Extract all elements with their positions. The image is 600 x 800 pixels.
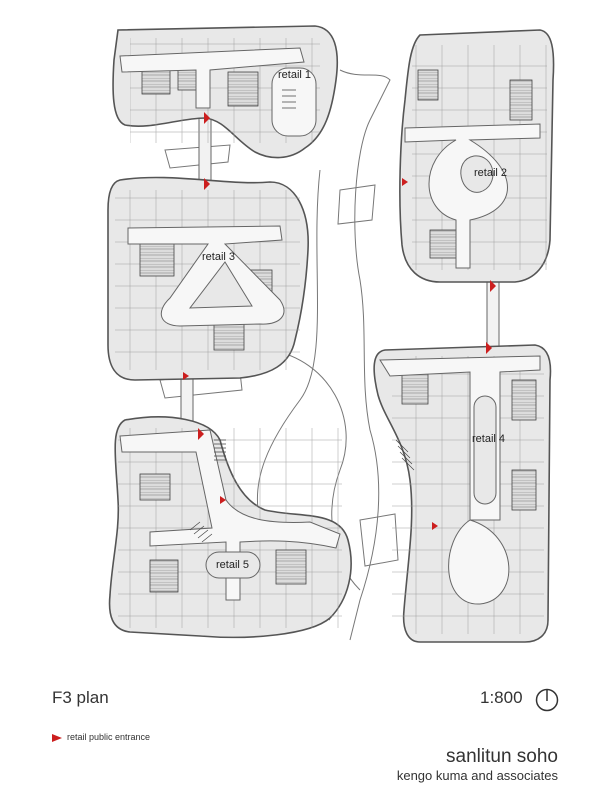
plan-title: F3 plan	[52, 688, 109, 707]
scale-label: 1:800	[480, 688, 523, 707]
retail-4-label: retail 4	[472, 433, 505, 445]
retail-1-label: retail 1	[278, 69, 311, 81]
entrance-arrow-icon	[490, 280, 496, 292]
circulation-paths	[119, 47, 541, 605]
entrance-arrow-icon	[204, 178, 210, 190]
retail-labels: retail 1 retail 2 retail 3 retail 4 reta…	[202, 69, 507, 571]
entrance-arrow-icon	[204, 112, 210, 124]
entrance-arrow-icon	[52, 734, 62, 742]
entrance-arrow-icon	[486, 342, 492, 354]
legend-entrance-label: retail public entrance	[67, 732, 151, 742]
project-architect: kengo kuma and associates	[396, 768, 558, 783]
entrance-arrow-icon	[198, 428, 204, 440]
project-title: sanlitun soho	[446, 746, 558, 767]
entrance-arrow-icon	[402, 178, 408, 186]
retail-3-label: retail 3	[202, 251, 235, 263]
entrance-arrows	[183, 112, 496, 530]
retail-5-label: retail 5	[216, 559, 249, 571]
entrance-arrow-icon	[183, 372, 189, 380]
entrance-arrow-icon	[432, 522, 438, 530]
floor-plan: retail 1 retail 2 retail 3 retail 4 reta…	[107, 25, 555, 643]
retail-2-label: retail 2	[474, 167, 507, 179]
north-arrow-icon	[535, 688, 559, 712]
entrance-arrow-icon	[220, 496, 226, 504]
stair-details	[189, 89, 415, 543]
